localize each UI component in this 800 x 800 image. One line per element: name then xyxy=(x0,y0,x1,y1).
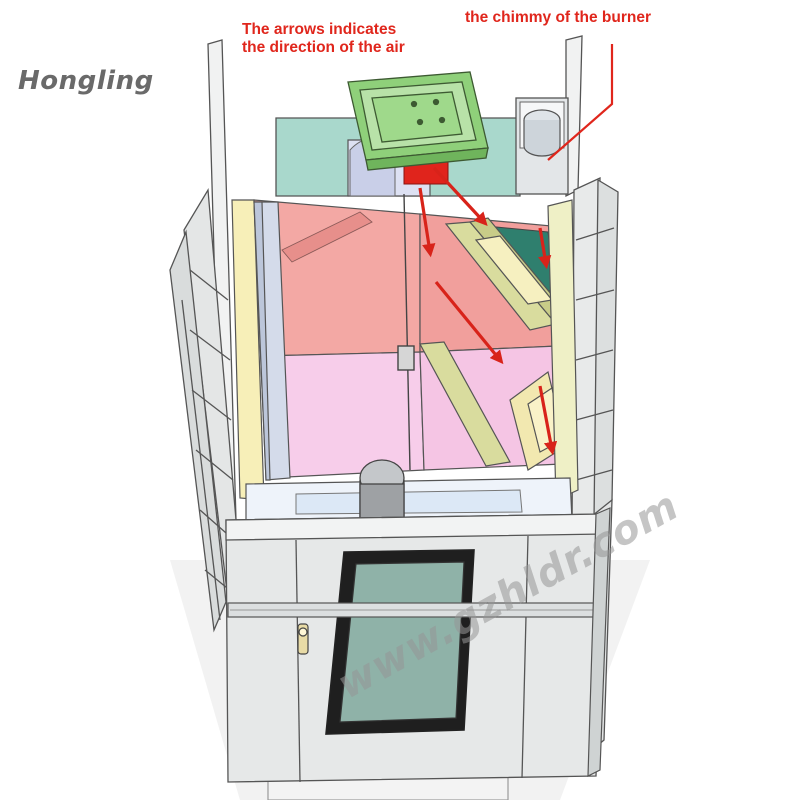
oven-door xyxy=(325,549,475,735)
left-duct-column xyxy=(253,201,291,481)
upper-baffle xyxy=(444,217,567,331)
annotation-line: The arrows indicates xyxy=(242,21,397,38)
center-divider xyxy=(397,193,415,471)
annotation-line: the direction of the air xyxy=(242,39,405,56)
chimney-leader-line xyxy=(547,44,614,161)
right-front-edge xyxy=(587,507,611,777)
fan-dome-icon xyxy=(359,459,405,521)
airflow-arrow-icon xyxy=(418,187,436,258)
front-strip xyxy=(245,477,573,521)
airflow-arrow-icon xyxy=(538,385,558,456)
door-handle-icon xyxy=(297,623,309,655)
chimney-icon xyxy=(515,97,569,195)
front-rail xyxy=(227,602,597,618)
airflow-arrow-icon xyxy=(432,166,488,226)
chimney-annotation: the chimmy of the burner xyxy=(465,9,652,26)
inner-right-wall xyxy=(547,199,579,501)
brand-logo: Hongling xyxy=(18,66,154,96)
burner-unit-icon xyxy=(347,71,489,171)
airflow-arrow-icon xyxy=(434,280,504,365)
airflow-arrows xyxy=(418,166,558,456)
air-direction-annotation: The arrows indicates the direction of th… xyxy=(242,21,405,57)
airflow-arrow-icon xyxy=(538,227,552,270)
